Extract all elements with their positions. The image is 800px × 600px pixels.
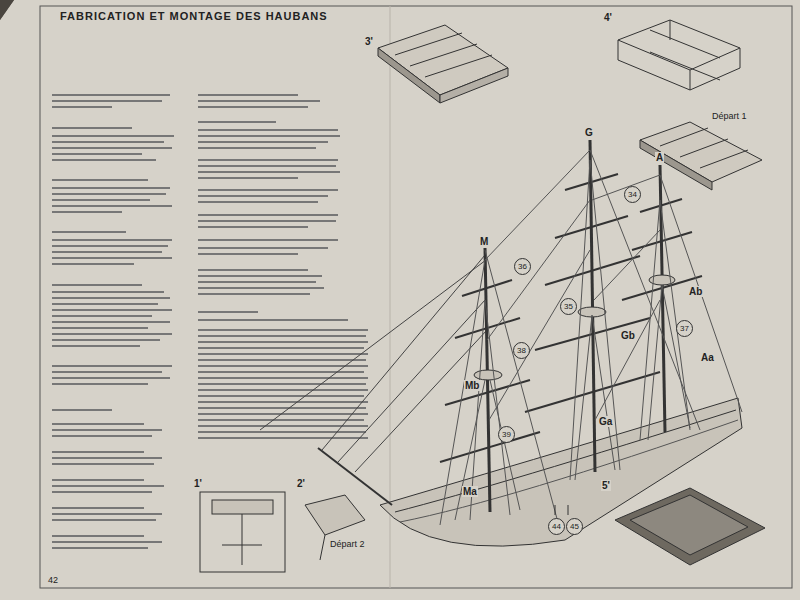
part-label: 4' (603, 12, 613, 23)
callout-number: 35 (560, 298, 577, 315)
part-label: 1' (193, 478, 203, 489)
part-label: 2' (296, 478, 306, 489)
part-label: M (479, 236, 489, 247)
note-label: Départ 1 (712, 112, 747, 122)
callout-number: 44 (548, 518, 565, 535)
part-label: Aa (700, 352, 715, 363)
part-label: Ab (688, 286, 703, 297)
note-label: 42 (48, 576, 58, 586)
page-title: FABRICATION ET MONTAGE DES HAUBANS (60, 10, 328, 22)
part-label: Mb (464, 380, 480, 391)
callout-number: 38 (513, 342, 530, 359)
callout-number: 39 (498, 426, 515, 443)
part-label: Ma (462, 486, 478, 497)
note-label: Départ 2 (330, 540, 365, 550)
part-label: 3' (364, 36, 374, 47)
callout-number: 37 (676, 320, 693, 337)
part-label: A (655, 152, 664, 163)
part-label: Gb (620, 330, 636, 341)
part-label: Ga (598, 416, 613, 427)
callout-number: 36 (514, 258, 531, 275)
part-label: G (584, 127, 594, 138)
part-label: 5' (601, 480, 611, 491)
callout-number: 34 (624, 186, 641, 203)
callout-number: 45 (566, 518, 583, 535)
